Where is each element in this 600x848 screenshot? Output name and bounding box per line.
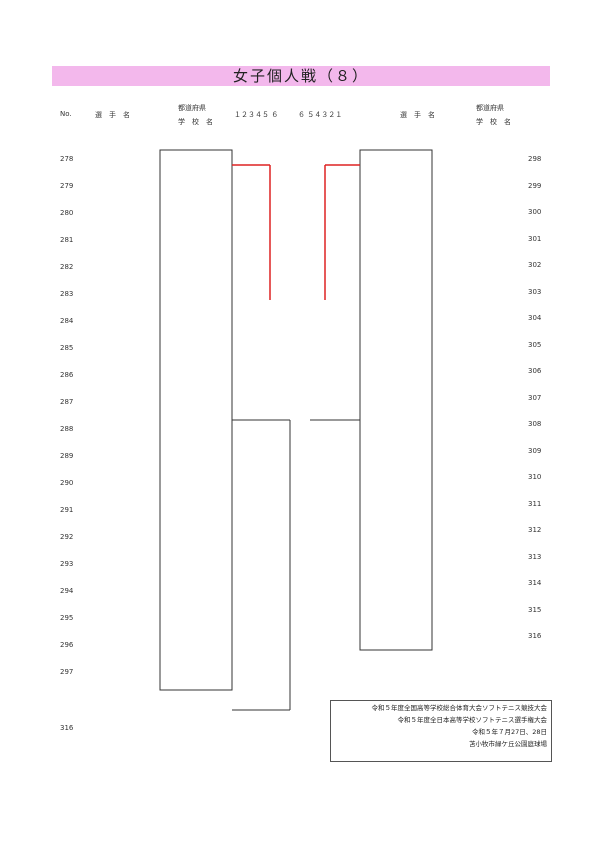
page-title: 女子個人戦（８） [52, 66, 550, 86]
header-school: 学 校 名 [178, 118, 213, 126]
left-entry-number: 296 [60, 641, 74, 649]
right-entry-number: 300 [528, 208, 542, 216]
right-entry-number: 302 [528, 261, 542, 269]
header-pref: 都道府県 [178, 104, 206, 112]
left-entry-number: 295 [60, 614, 74, 622]
header-pref-right: 都道府県 [476, 104, 504, 112]
left-entry-number: 287 [60, 398, 74, 406]
footer-line-1: 令和５年度全国高等学校総合体育大会ソフトテニス競技大会 [371, 704, 548, 712]
footer-line-2: 令和５年度全日本高等学校ソフトテニス選手権大会 [397, 716, 548, 724]
right-entry-number: 299 [528, 181, 542, 190]
left-entry-number: 293 [60, 560, 74, 568]
right-entry-number: 305 [528, 340, 542, 349]
right-entry-number: 308 [528, 420, 542, 428]
left-entry-number: 289 [60, 452, 74, 460]
left-entry-number: 290 [60, 479, 74, 487]
right-entry-number: 316 [528, 632, 542, 640]
left-entry-number: 285 [60, 344, 74, 352]
header-rounds-right: ６ ５４３２１ [298, 111, 343, 119]
footer-line-4: 苫小牧市緑ケ丘公園庭球場 [469, 740, 547, 748]
left-entry-number: 283 [60, 290, 74, 298]
left-entry-number: 281 [60, 236, 74, 244]
right-entry-number: 314 [528, 579, 542, 587]
right-entry-number: 309 [528, 446, 542, 455]
right-entry-number: 303 [528, 287, 542, 296]
right-entry-number: 310 [528, 473, 542, 481]
header-school-right: 学 校 名 [476, 118, 511, 126]
left-entry-number: 292 [60, 533, 74, 541]
right-entry-number: 298 [528, 155, 542, 163]
left-entry-number: 278 [60, 155, 74, 163]
footer-box: 令和５年度全国高等学校総合体育大会ソフトテニス競技大会 令和５年度全日本高等学校… [330, 700, 552, 762]
left-entry-number: 282 [60, 263, 74, 271]
footer-line-3: 令和５年７月27日、28日 [471, 728, 547, 736]
left-entry-number: 288 [60, 425, 74, 433]
right-entry-number: 304 [528, 314, 542, 322]
header-no: No. [60, 110, 72, 118]
left-entry-number: 279 [60, 182, 74, 190]
left-entry-number: 297 [60, 668, 74, 676]
right-entry-number: 311 [528, 499, 542, 508]
left-entry-number: 291 [60, 506, 74, 514]
final-entry-number: 316 [60, 724, 74, 732]
left-entry-number: 294 [60, 587, 74, 595]
right-entry-number: 301 [528, 234, 542, 243]
left-entry-number: 284 [60, 317, 74, 325]
right-entry-number: 312 [528, 526, 542, 534]
right-entry-number: 307 [528, 393, 542, 402]
left-entry-number: 280 [60, 209, 74, 217]
right-entry-number: 306 [528, 367, 542, 375]
right-entry-number: 313 [528, 552, 542, 561]
left-entry-number: 286 [60, 371, 74, 379]
header-player-right: 選 手 名 [400, 111, 435, 119]
header-player: 選 手 名 [95, 111, 130, 119]
right-entry-number: 315 [528, 605, 542, 614]
header-rounds-left: １２３４５ ６ [234, 111, 279, 119]
